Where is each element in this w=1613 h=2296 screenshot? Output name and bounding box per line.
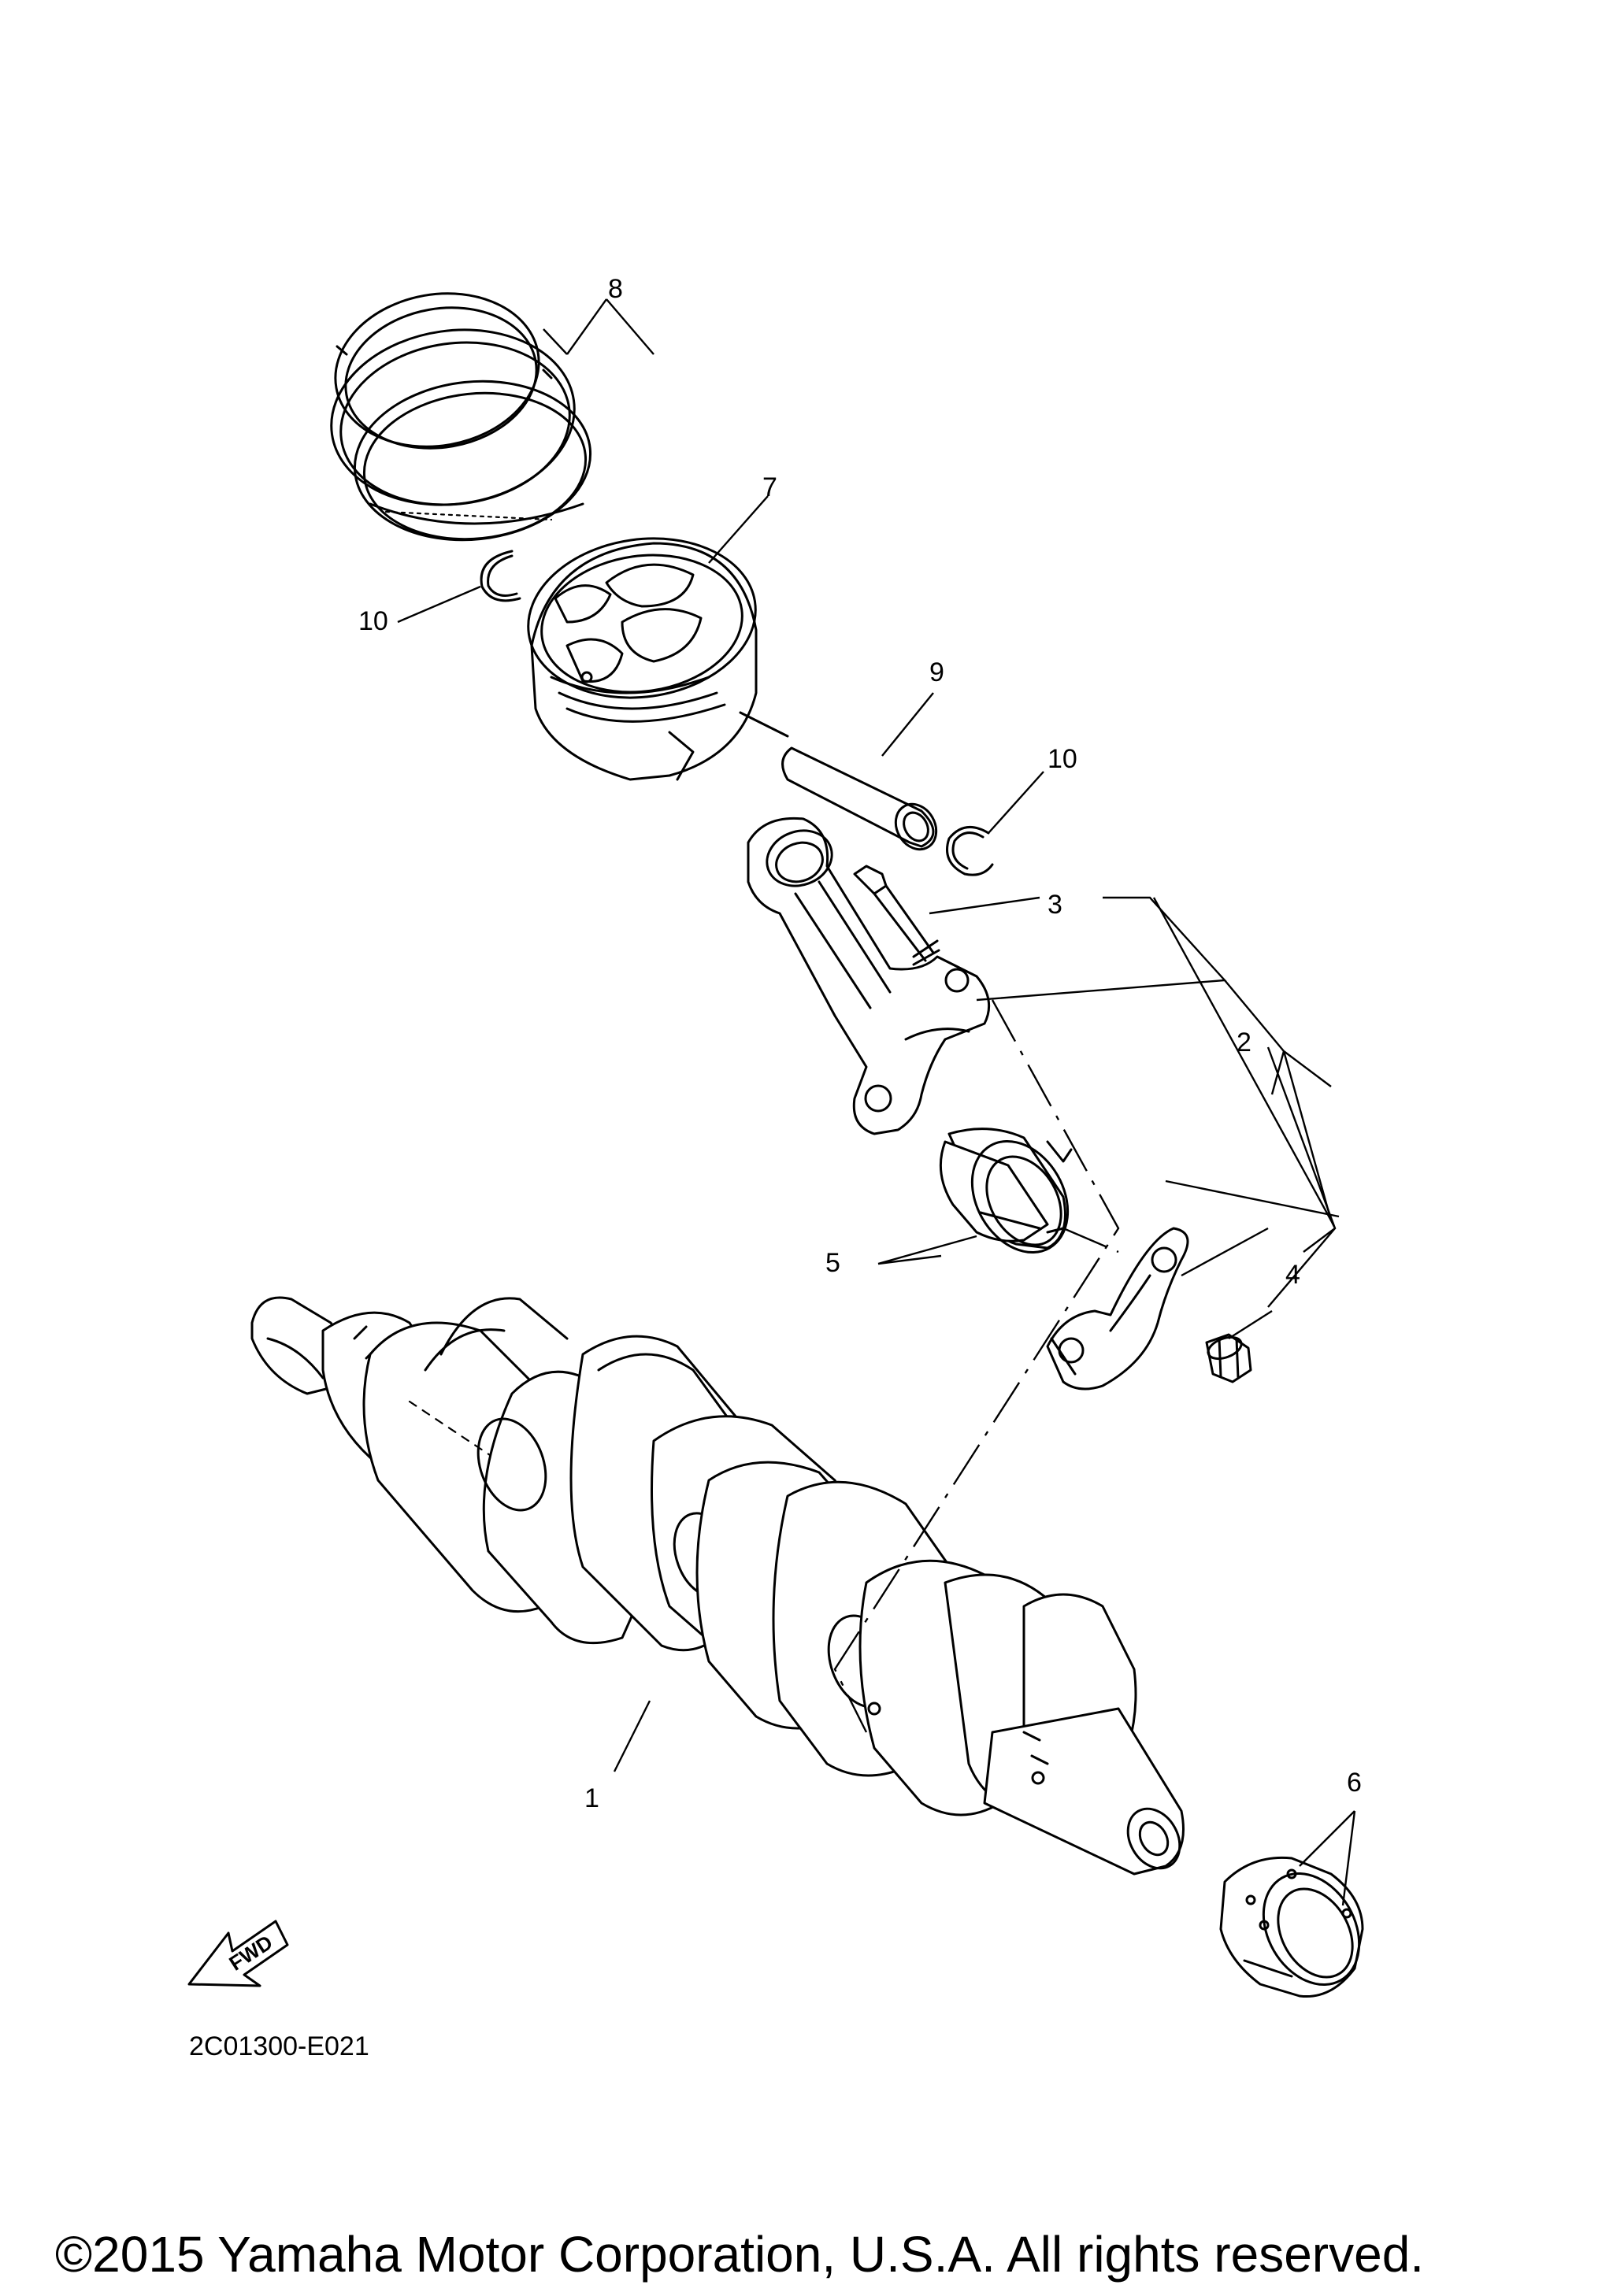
piston-ring-set: [330, 292, 592, 542]
piston-pin-clip-left: [480, 550, 521, 602]
piston-pin: [739, 711, 938, 851]
connecting-rod-cap: [1046, 1227, 1189, 1391]
callout-numbers: 8 7 10 9 10 3 2 5 4 1 6: [358, 274, 1362, 1813]
forward-direction-arrow: FWD: [187, 1920, 289, 1987]
callout-10-left: 10: [358, 606, 388, 636]
diagram-code: 2C01300-E021: [189, 2031, 369, 2061]
callout-1: 1: [584, 1783, 599, 1813]
callout-7: 7: [762, 472, 777, 502]
piston: [527, 537, 758, 781]
rod-cap-nut: [1205, 1333, 1252, 1383]
piston-pin-clip-right: [946, 826, 994, 876]
connecting-rod: [747, 817, 991, 1135]
callout-10-right: 10: [1048, 744, 1077, 774]
callout-5: 5: [825, 1248, 840, 1278]
callout-6: 6: [1347, 1768, 1362, 1798]
big-end-bearing-pair: [939, 1128, 1073, 1254]
callout-2: 2: [1237, 1028, 1251, 1057]
callout-4: 4: [1285, 1260, 1300, 1290]
leader-lines: [397, 298, 1356, 1906]
crankshaft: [250, 1296, 1185, 1876]
copyright-notice: ©2015 Yamaha Motor Corporation, U.S.A. A…: [55, 2226, 1424, 2283]
callout-9: 9: [929, 657, 944, 687]
callout-3: 3: [1048, 890, 1062, 920]
crankshaft-main-bearing-pair: [1219, 1856, 1364, 1998]
callout-8: 8: [608, 274, 623, 304]
